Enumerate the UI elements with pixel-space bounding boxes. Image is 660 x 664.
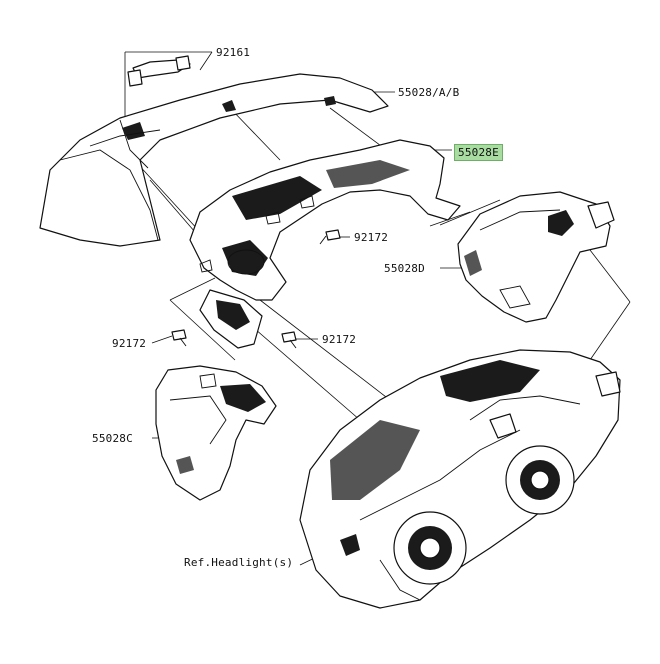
label-ref-headlight: Ref.Headlight(s)	[184, 556, 294, 569]
part-55028c-left-cover	[155, 365, 277, 501]
label-55028c: 55028C	[92, 432, 133, 445]
label-92172-top: 92172	[354, 231, 389, 244]
part-92161-clip	[127, 55, 191, 87]
label-92172-mid: 92172	[322, 333, 357, 346]
label-92161: 92161	[216, 46, 251, 59]
part-55028d-right-cover	[457, 191, 615, 323]
label-55028e-highlighted[interactable]: 55028E	[454, 144, 503, 161]
part-55028ab-upper-cowl	[39, 73, 389, 247]
part-headlight-assembly	[299, 349, 621, 609]
label-92172-left: 92172	[112, 337, 147, 350]
label-55028d: 55028D	[384, 262, 425, 275]
label-55028ab: 55028/A/B	[398, 86, 460, 99]
part-92172-screws	[171, 229, 341, 349]
part-55028e-inner-panel	[189, 139, 461, 349]
